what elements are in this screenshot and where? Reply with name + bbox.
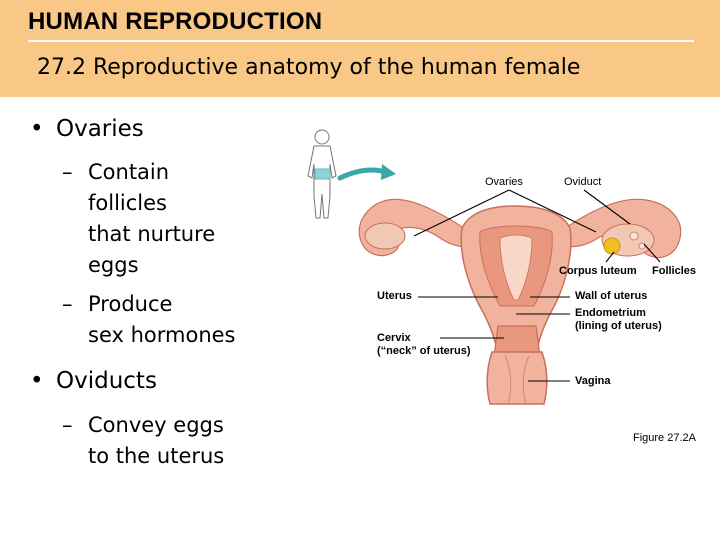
slide-subtitle: 27.2 Reproductive anatomy of the human f… [37,55,581,80]
label-endometrium-note: (lining of uterus) [575,320,662,332]
label-cervix-note: (“neck” of uterus) [377,345,471,357]
bullet-label: Oviducts [56,368,157,394]
sub-bullet-line: that nurture [88,222,216,246]
bullet-label: Ovaries [56,116,144,142]
uterus-shape [460,205,572,347]
title-divider [28,40,694,42]
follicle-shape [638,242,646,250]
sub-bullet-convey-eggs: – Convey eggs to the uterus [62,410,224,472]
sub-bullet-contain-follicles: – Contain follicles that nurture eggs [62,157,215,281]
sub-bullet-line: sex hormones [88,323,236,347]
sub-bullet-dash: – [62,413,73,437]
pointer-arrow-icon [337,164,396,181]
figure-caption: Figure 27.2A [633,432,696,444]
sub-bullet-line: follicles [88,191,167,215]
label-vagina: Vagina [575,375,611,387]
label-oviduct: Oviduct [564,176,602,188]
sub-bullet-dash: – [62,292,73,316]
follicle-shape [629,231,639,241]
label-corpus-luteum: Corpus luteum [559,265,637,277]
sub-bullet-line: Contain [88,160,170,184]
bullet-dot: • [30,368,44,394]
body-silhouette-icon [307,129,337,219]
slide-title: HUMAN REPRODUCTION [28,8,323,35]
sub-bullet-line: Produce [88,292,173,316]
sub-bullet-line: Convey eggs [88,413,224,437]
label-cervix: Cervix [377,332,411,344]
sub-bullet-line: eggs [88,253,139,277]
label-endometrium: Endometrium [575,307,646,319]
label-follicles: Follicles [652,265,697,277]
bullet-oviducts: • Oviducts [30,368,157,394]
leader-lines [413,189,661,382]
title-banner: HUMAN REPRODUCTION 27.2 Reproductive ana… [0,0,720,97]
sub-bullet-line: to the uterus [88,444,225,468]
bullet-ovaries: • Ovaries [30,116,144,142]
ovary-shapes [364,222,655,257]
label-uterus: Uterus [377,290,412,302]
label-wall-of-uterus: Wall of uterus [575,290,648,302]
bullet-dot: • [30,116,44,142]
corpus-luteum-shape [603,237,621,255]
sub-bullet-produce-hormones: – Produce sex hormones [62,289,236,351]
vagina-shape [486,351,548,405]
sub-bullet-dash: – [62,160,73,184]
label-ovaries: Ovaries [485,176,523,188]
